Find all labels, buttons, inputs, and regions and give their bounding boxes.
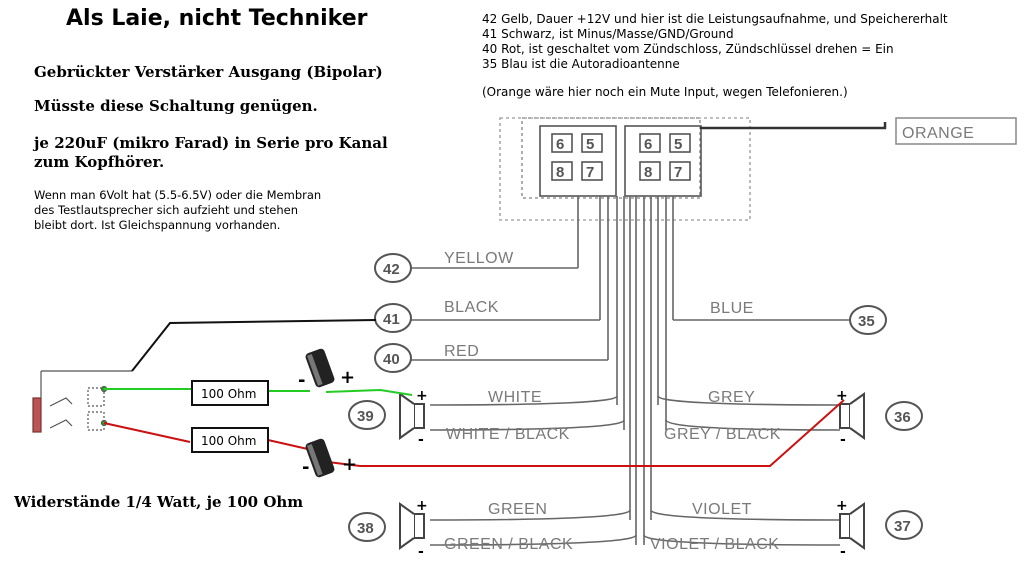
note-capacitor-2: zum Kopfhörer. — [34, 153, 165, 171]
pin-label: 7 — [586, 164, 594, 181]
yellow-label: YELLOW — [444, 250, 514, 267]
speaker-minus: - — [418, 432, 424, 448]
note-capacitor: je 220uF (mikro Farad) in Serie pro Kana… — [34, 134, 388, 152]
pin-42-label: 42 — [383, 261, 400, 278]
note-pin-42: 42 Gelb, Dauer +12V und hier ist die Lei… — [482, 12, 948, 26]
iso-connector — [499, 117, 751, 221]
pin-37-label: 37 — [894, 518, 911, 535]
orange-label: ORANGE — [902, 125, 974, 142]
green-signal-wire — [104, 388, 413, 396]
pin-40-label: 40 — [383, 351, 400, 368]
note-orange: (Orange wäre hier noch ein Mute Input, w… — [482, 85, 848, 99]
note-pin-35: 35 Blau ist die Autoradioantenne — [482, 57, 680, 71]
note-test-1: Wenn man 6Volt hat (5.5-6.5V) oder die M… — [34, 188, 322, 202]
speaker-minus: - — [840, 432, 846, 448]
black-ground-wire — [131, 319, 377, 372]
capacitor-1-plus: + — [340, 367, 355, 388]
grey-black-label: GREY / BLACK — [664, 426, 781, 443]
black-label: BLACK — [444, 299, 499, 316]
pin-label: 8 — [644, 164, 652, 181]
pin-label: 6 — [556, 136, 564, 153]
pin-38-label: 38 — [357, 520, 374, 537]
capacitor-2-plus: + — [342, 454, 357, 475]
white-black-label: WHITE / BLACK — [446, 426, 570, 443]
pin-41-label: 41 — [383, 311, 400, 328]
note-test-3: bleibt dort. Ist Gleichspannung vorhande… — [34, 218, 281, 232]
resistor-2 — [191, 427, 269, 453]
pin-39-label: 39 — [357, 408, 374, 425]
speaker-right-front-icon — [839, 392, 865, 440]
wire-bundle — [577, 196, 674, 545]
note-pin-40: 40 Rot, ist geschaltet vom Zündschloss, … — [482, 42, 894, 56]
note-bridged-output: Gebrückter Verstärker Ausgang (Bipolar) — [34, 63, 383, 81]
wire-labels: YELLOW BLACK RED BLUE WHITE WHITE / BLAC… — [444, 250, 781, 553]
pin-35-label: 35 — [858, 313, 875, 330]
resistor-1 — [191, 380, 269, 406]
red-signal-wire — [103, 399, 845, 467]
pin-circles — [348, 253, 923, 542]
connector-pin-labels: 6 5 8 7 6 5 8 7 — [556, 136, 682, 181]
speaker-minus: - — [418, 544, 424, 560]
speaker-left-rear-icon — [399, 502, 425, 550]
speaker-icons — [399, 392, 865, 550]
white-label: WHITE — [488, 389, 542, 406]
page-title: Als Laie, nicht Techniker — [66, 6, 368, 31]
resistors: 100 Ohm 100 Ohm — [191, 380, 269, 453]
violet-black-label: VIOLET / BLACK — [650, 536, 779, 553]
capacitor-2-icon — [305, 438, 335, 478]
capacitor-1-icon — [305, 348, 335, 388]
capacitor-1-minus: - — [298, 370, 305, 391]
capacitors: - + - + — [298, 348, 357, 478]
blue-label: BLUE — [710, 300, 754, 317]
orange-wire: ORANGE — [700, 117, 1017, 145]
speaker-plus: + — [836, 388, 848, 404]
note-test-2: des Testlautsprecher sich aufzieht und s… — [34, 203, 298, 217]
speaker-right-rear-icon — [839, 502, 865, 550]
speaker-minus: - — [840, 544, 846, 560]
green-label: GREEN — [488, 501, 547, 518]
speaker-left-front-icon — [399, 392, 425, 440]
note-resistors: Widerstände 1/4 Watt, je 100 Ohm — [14, 493, 304, 511]
speaker-plus: + — [416, 498, 428, 514]
red-label: RED — [444, 343, 479, 360]
speaker-plus: + — [836, 498, 848, 514]
resistor-1-label: 100 Ohm — [201, 387, 256, 401]
pin-label: 5 — [674, 136, 682, 153]
note-pin-41: 41 Schwarz, ist Minus/Masse/GND/Ground — [482, 27, 734, 41]
speaker-polarity: + - + - + - + - — [416, 388, 848, 560]
capacitor-2-minus: - — [302, 457, 309, 478]
wire-branches — [410, 267, 852, 546]
resistor-2-label: 100 Ohm — [201, 434, 256, 448]
pin-label: 8 — [556, 164, 564, 181]
grey-label: GREY — [708, 389, 755, 406]
pin-label: 6 — [644, 136, 652, 153]
speaker-plus: + — [416, 388, 428, 404]
green-black-label: GREEN / BLACK — [444, 536, 573, 553]
pin-numbers: 42 41 40 39 38 35 36 37 — [357, 261, 911, 537]
headphone-jack-icon — [32, 370, 132, 433]
pin-label: 5 — [586, 136, 594, 153]
note-circuit-enough: Müsste diese Schaltung genügen. — [34, 97, 318, 115]
violet-label: VIOLET — [692, 501, 752, 518]
pin-label: 7 — [674, 164, 682, 181]
pin-36-label: 36 — [894, 409, 911, 426]
